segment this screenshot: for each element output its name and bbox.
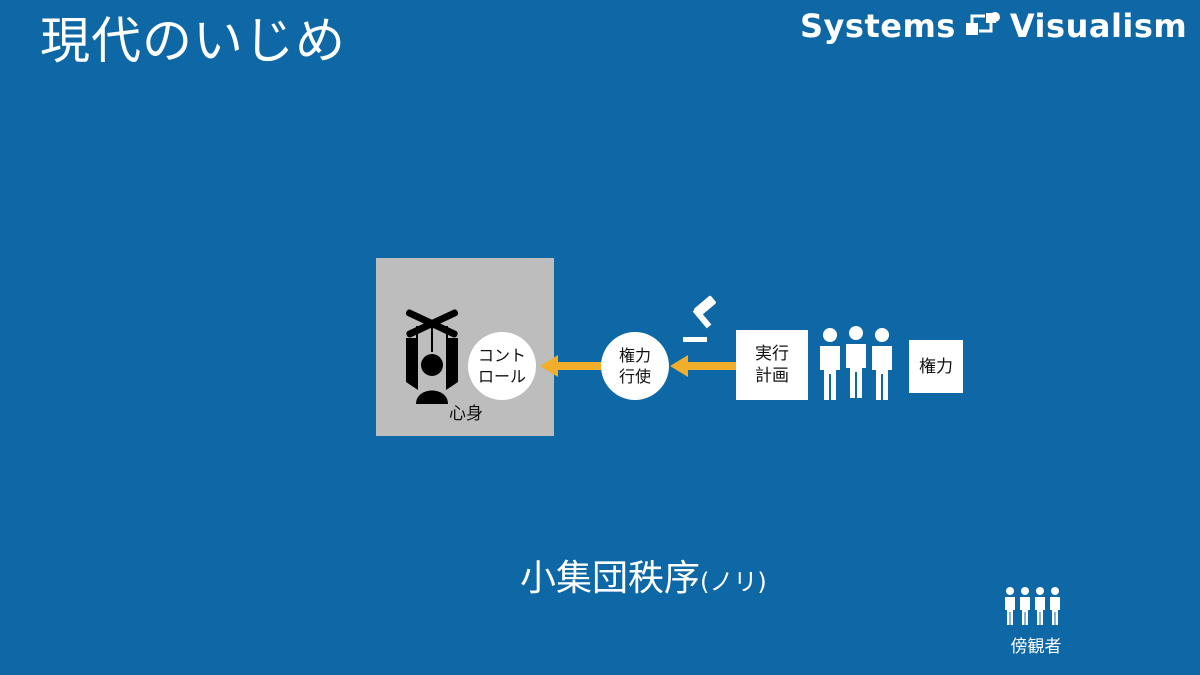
- power-node: 権力: [909, 340, 963, 393]
- slide-subtitle: 小集団秩序(ノリ): [520, 555, 767, 606]
- plan-line1: 実行: [755, 344, 789, 364]
- power-exercise-line1: 権力: [618, 346, 651, 365]
- puppet-icon: [405, 309, 459, 404]
- subtitle-main: 小集団秩序: [520, 558, 701, 599]
- bystanders-icon: [1005, 587, 1060, 625]
- power-exercise-node: 権力 行使: [601, 332, 669, 400]
- control-line1: コント: [477, 346, 526, 365]
- plan-line2: 計画: [755, 366, 789, 386]
- brand-logo: Systems Visualism: [800, 7, 1188, 45]
- slide-title: 現代のいじめ: [40, 12, 346, 70]
- bystander-label: 傍観者: [1010, 637, 1062, 657]
- control-node: コント ロール: [468, 332, 536, 400]
- body-label: 心身: [449, 404, 483, 424]
- arrow-left-2: [670, 355, 736, 377]
- plan-node: 実行 計画: [736, 330, 808, 400]
- system-blocks-icon: [965, 11, 1000, 41]
- brand-text-left: Systems: [800, 7, 956, 45]
- gavel-icon: [683, 295, 716, 342]
- group-icon: [820, 326, 892, 400]
- power-exercise-line2: 行使: [618, 367, 651, 386]
- brand-text-right: Visualism: [1009, 7, 1188, 45]
- control-line2: ロール: [477, 367, 526, 386]
- power-label: 権力: [919, 356, 953, 377]
- subtitle-paren: (ノリ): [700, 568, 767, 596]
- arrow-left-1: [540, 355, 604, 377]
